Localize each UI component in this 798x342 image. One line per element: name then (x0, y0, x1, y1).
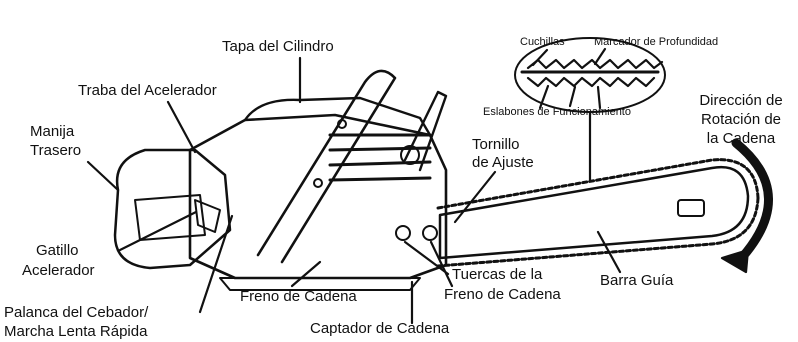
label-captador-cadena: Captador de Cadena (310, 320, 450, 337)
label-traba-acelerador: Traba del Acelerador (78, 82, 217, 99)
label-manija: Manija (30, 123, 75, 140)
label-la-cadena: la Cadena (706, 130, 776, 147)
cylinder-cover (243, 96, 432, 137)
guide-bar (438, 165, 750, 260)
leader-palanca (198, 214, 234, 314)
label-tuercas: Tuercas de la (452, 266, 543, 283)
label-tornillo: Tornillo (472, 136, 520, 153)
label-trasero: Trasero (30, 142, 82, 159)
leader-tornillo (453, 170, 497, 224)
chain-brake-lever (403, 90, 448, 172)
label-palanca-cebador: Palanca del Cebador/ (4, 304, 149, 321)
top-handle (256, 69, 397, 264)
rotation-arrow (731, 138, 773, 267)
motor-body (188, 113, 448, 280)
label-marcador-profundidad: Marcador de Profundidad (594, 36, 719, 48)
label-gatillo: Gatillo (36, 242, 79, 259)
leader-eslabones-1 (538, 84, 550, 110)
leader-tuercas-1 (403, 240, 450, 276)
throttle-trigger (194, 199, 221, 233)
leader-cuchillas (531, 48, 549, 67)
leader-traba (166, 100, 197, 154)
label-acelerador: Acelerador (22, 262, 95, 279)
leader-barra (596, 230, 622, 274)
leader-freno (290, 260, 322, 288)
label-rotacion: Rotación de (700, 111, 782, 128)
label-marcha-lenta: Marcha Lenta Rápida (4, 323, 148, 340)
chain-top (436, 158, 760, 210)
label-eslabones: Eslabones de Funcionamiento (483, 106, 631, 118)
label-direccion: Dirección de (699, 92, 783, 109)
label-tapa-cilindro: Tapa del Cilindro (222, 38, 334, 55)
chain-detail-inset (514, 37, 666, 113)
label-cuchillas: Cuchillas (520, 36, 565, 48)
leader-tuercas-2 (429, 240, 454, 288)
rear-handle (113, 148, 232, 270)
leader-eslabones-2 (568, 85, 577, 108)
chain-bottom (436, 196, 760, 268)
leader-manija (86, 160, 120, 192)
leader-gatillo (118, 210, 198, 252)
label-freno-cadena: Freno de Cadena (240, 288, 357, 305)
label-barra-guia: Barra Guía (600, 272, 674, 289)
label-tuercas-freno: Freno de Cadena (444, 286, 561, 303)
leader-eslabones-3 (596, 85, 602, 110)
leader-marcador (593, 47, 607, 66)
label-de-ajuste: de Ajuste (472, 154, 534, 171)
